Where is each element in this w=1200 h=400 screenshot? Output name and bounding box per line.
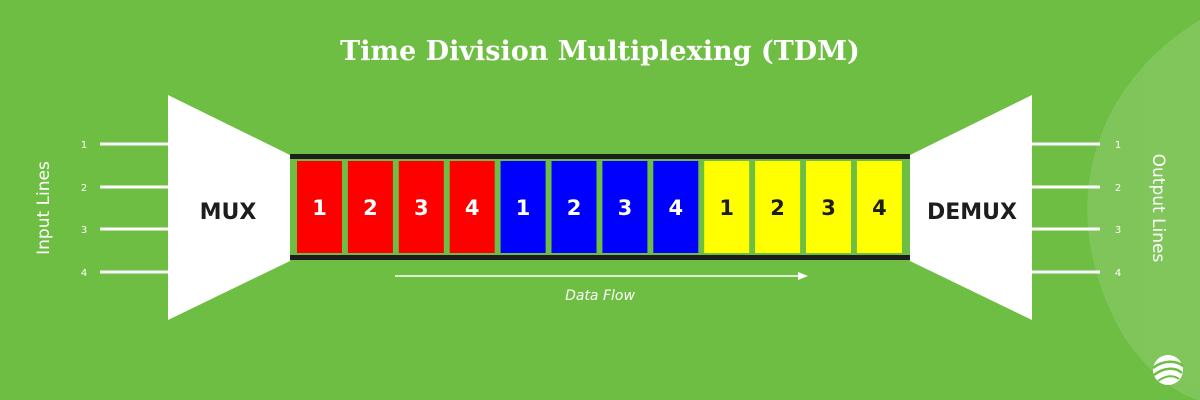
time-slot-yellow-1 (704, 161, 750, 253)
time-slot-yellow-3 (806, 161, 851, 253)
time-slot-label: 2 (567, 196, 582, 220)
mux-label: MUX (200, 200, 257, 225)
time-slot-label: 4 (465, 196, 480, 220)
data-flow-label: Data Flow (565, 288, 635, 304)
time-slot-blue-1 (500, 161, 546, 253)
input-line-number: 1 (81, 140, 87, 151)
time-slot-blue-2 (551, 161, 597, 253)
background-swirl (1087, 20, 1200, 400)
time-slots: 1 2 3 4 1 2 3 4 1 2 3 4 (297, 161, 902, 253)
input-line-number: 3 (81, 225, 87, 236)
input-lines: 1 2 3 4 (81, 140, 178, 279)
time-slot-red-4 (449, 161, 495, 253)
channel-top-border (290, 154, 910, 159)
time-slot-label: 3 (618, 196, 633, 220)
output-lines-label: Output Lines (1148, 154, 1168, 263)
diagram-title: Time Division Multiplexing (TDM) (340, 36, 860, 67)
time-slot-label: 2 (770, 196, 785, 220)
output-lines: 1 2 3 4 (1022, 140, 1121, 279)
data-flow-arrow-head (798, 272, 808, 280)
time-slot-label: 3 (414, 196, 429, 220)
time-slot-yellow-2 (755, 161, 801, 253)
input-line-number: 2 (81, 183, 87, 194)
output-line-number: 2 (1115, 183, 1121, 194)
time-slot-red-2 (347, 161, 393, 253)
time-slot-blue-3 (602, 161, 648, 253)
time-slot-red-3 (398, 161, 444, 253)
input-lines-label: Input Lines (34, 161, 54, 255)
time-slot-yellow-4 (856, 161, 902, 253)
output-line-number: 4 (1115, 268, 1121, 279)
time-slot-label: 4 (872, 196, 887, 220)
input-line-number: 4 (81, 268, 87, 279)
time-slot-label: 2 (363, 196, 378, 220)
globe-swoosh-logo (1152, 355, 1184, 385)
channel-bottom-border (290, 255, 910, 260)
output-line-number: 1 (1115, 140, 1121, 151)
time-slot-label: 1 (516, 196, 531, 220)
demux-block (910, 95, 1032, 320)
time-slot-red-1 (297, 161, 342, 253)
time-slot-label: 3 (821, 196, 836, 220)
mux-block (168, 95, 290, 320)
demux-label: DEMUX (927, 200, 1017, 225)
output-line-number: 3 (1115, 225, 1121, 236)
time-slot-blue-4 (653, 161, 699, 253)
time-slot-label: 1 (719, 196, 734, 220)
time-slot-label: 4 (668, 196, 683, 220)
time-slot-label: 1 (312, 196, 327, 220)
